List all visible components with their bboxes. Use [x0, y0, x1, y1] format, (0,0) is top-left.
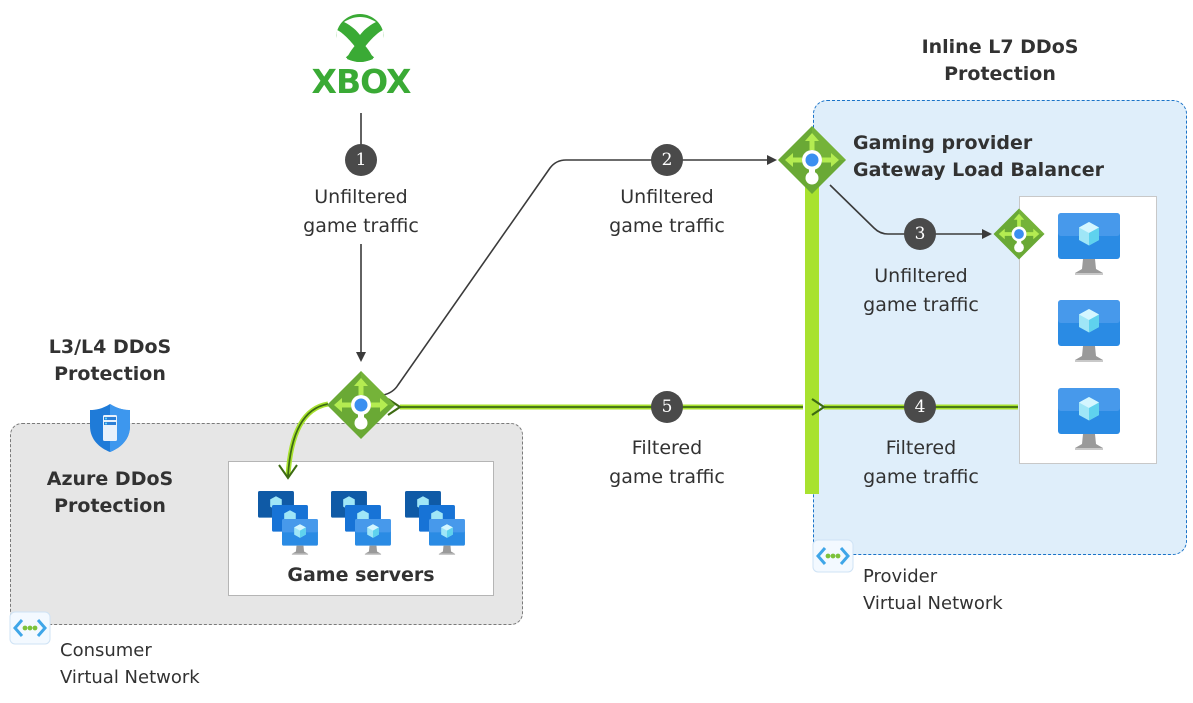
- step-label-3-line1: Unfiltered: [874, 265, 968, 287]
- provider-vm-icon-1[interactable]: [1058, 213, 1120, 275]
- flow-arrow-to-servers: [287, 403, 329, 477]
- l3l4-title-line2: Protection: [54, 363, 166, 385]
- ddos-shield-icon: [90, 404, 130, 452]
- xbox-logo-text: XBOX: [311, 62, 412, 101]
- step-label-5-line2: game traffic: [609, 466, 725, 488]
- provider-vm-icon-3[interactable]: [1058, 388, 1120, 450]
- game-server-stack-icon-2[interactable]: [331, 491, 391, 555]
- step-label-5: Filtered game traffic: [587, 434, 747, 492]
- game-server-stack-icon-1[interactable]: [258, 491, 318, 555]
- step-label-2: Unfiltered game traffic: [587, 183, 747, 241]
- step-label-1-line2: game traffic: [303, 215, 419, 237]
- gateway-load-balancer-icon[interactable]: [778, 126, 846, 194]
- azure-ddos-line1: Azure DDoS: [46, 468, 174, 490]
- azure-ddos-protection-label: Azure DDoS Protection: [0, 466, 220, 520]
- l3l4-title-line1: L3/L4 DDoS: [48, 336, 172, 358]
- gateway-lb-line1: Gaming provider: [853, 132, 1033, 154]
- flow-arrowhead-to-servers: [278, 464, 298, 480]
- step-badge-5: 5: [651, 391, 683, 423]
- l3l4-protection-title: L3/L4 DDoS Protection: [0, 334, 220, 388]
- flow-arrow-step2: [382, 155, 777, 396]
- step-label-4-line1: Filtered: [885, 437, 957, 459]
- inline-chain-bar: [805, 178, 819, 494]
- xbox-logo-icon: [335, 14, 385, 62]
- consumer-load-balancer-icon[interactable]: [327, 371, 395, 439]
- step-label-2-line2: game traffic: [609, 215, 725, 237]
- provider-vm-icon-2[interactable]: [1058, 300, 1120, 362]
- game-server-stack-icon-3[interactable]: [405, 491, 465, 555]
- gateway-lb-line2: Gateway Load Balancer: [853, 159, 1105, 181]
- step-label-5-line1: Filtered: [631, 437, 703, 459]
- step-label-4-line2: game traffic: [863, 466, 979, 488]
- consumer-vnet-line1: Consumer: [60, 640, 152, 661]
- azure-ddos-line2: Protection: [54, 495, 166, 517]
- gateway-load-balancer-label: Gaming provider Gateway Load Balancer: [853, 130, 1104, 184]
- step-badge-4: 4: [904, 391, 936, 423]
- l7-title-line2: Protection: [944, 63, 1056, 85]
- step-label-3-line2: game traffic: [863, 294, 979, 316]
- step-label-4: Filtered game traffic: [841, 434, 1001, 492]
- step-badge-2: 2: [651, 144, 683, 176]
- provider-vnet-icon: [811, 538, 855, 574]
- consumer-vnet-line2: Virtual Network: [60, 667, 200, 688]
- l7-title-line1: Inline L7 DDoS: [921, 36, 1079, 58]
- consumer-vnet-label: Consumer Virtual Network: [60, 637, 200, 691]
- provider-vnet-line1: Provider: [863, 566, 938, 587]
- consumer-vnet-icon: [8, 610, 52, 646]
- step-label-3: Unfiltered game traffic: [841, 262, 1001, 320]
- step-badge-1: 1: [345, 144, 377, 176]
- provider-vnet-label: Provider Virtual Network: [863, 563, 1003, 617]
- flow-arrow-step3: [829, 184, 992, 239]
- step-badge-3: 3: [904, 218, 936, 250]
- step-label-1-line1: Unfiltered: [314, 186, 408, 208]
- backend-load-balancer-icon[interactable]: [993, 208, 1045, 260]
- step-label-2-line1: Unfiltered: [620, 186, 714, 208]
- step-label-1: Unfiltered game traffic: [281, 183, 441, 241]
- l7-protection-title: Inline L7 DDoS Protection: [890, 34, 1110, 88]
- provider-vnet-line2: Virtual Network: [863, 593, 1003, 614]
- game-servers-label: Game servers: [287, 564, 435, 586]
